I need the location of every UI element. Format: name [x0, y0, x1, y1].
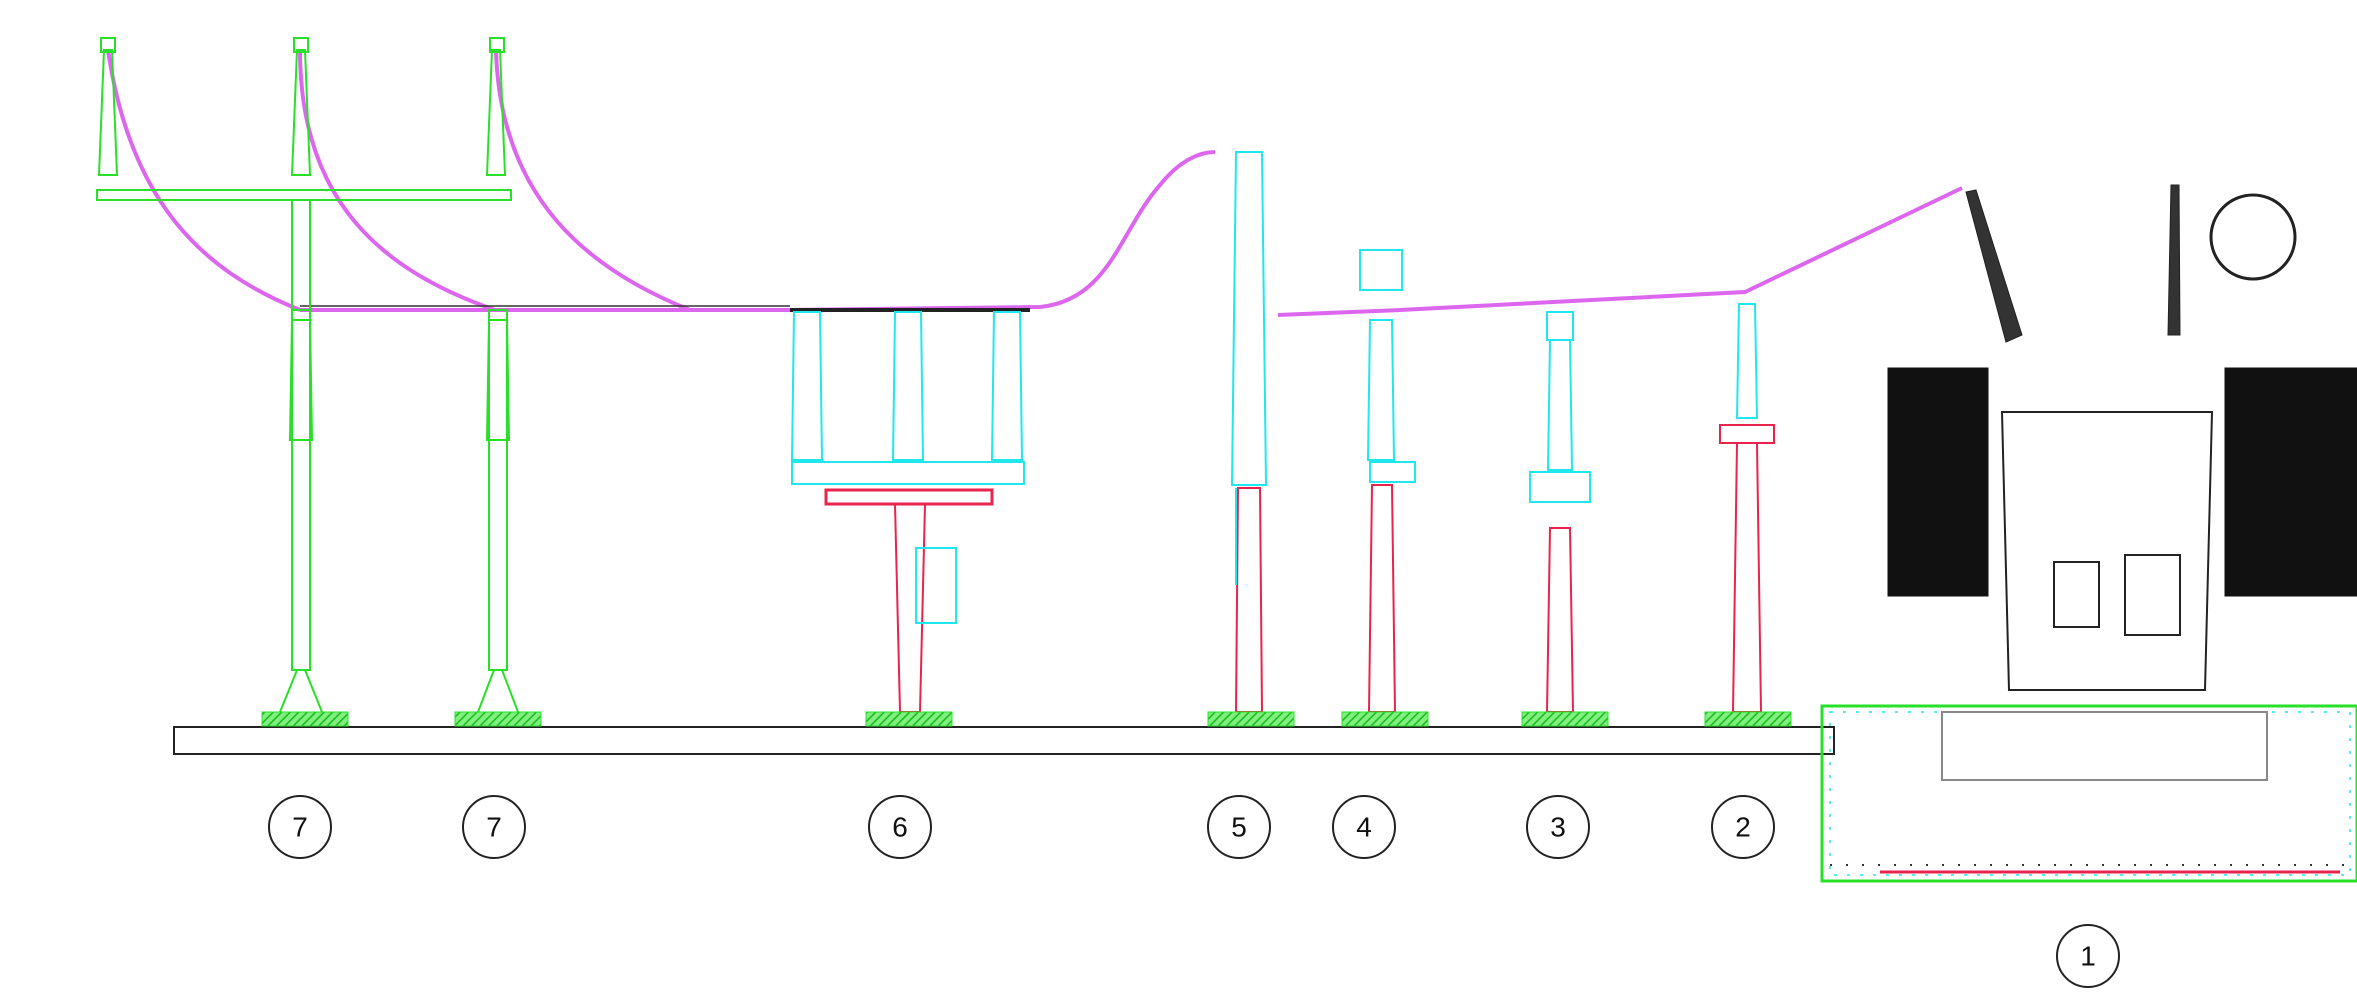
callout-1-text: 1 [2080, 941, 2096, 972]
gantry-structure [96, 189, 519, 713]
callout-7b-text: 7 [486, 812, 502, 843]
callout-4-text: 4 [1356, 812, 1372, 843]
callout-7b: 7 [462, 795, 526, 859]
post-insulator [1719, 303, 1775, 713]
gantry-insulators [97, 37, 511, 441]
callout-6: 6 [868, 795, 932, 859]
voltage-transformer [1359, 249, 1416, 713]
foundation-pad [454, 711, 542, 727]
current-transformer [1230, 151, 1268, 713]
callout-5: 5 [1207, 795, 1271, 859]
callout-6-text: 6 [892, 812, 908, 843]
callout-2: 2 [1711, 795, 1775, 859]
foundation-pad [1704, 711, 1792, 727]
hv-conductor [106, 49, 1963, 317]
surge-arrester [1529, 311, 1591, 713]
transformer-foundation [1820, 704, 2357, 883]
callout-3-text: 3 [1550, 812, 1566, 843]
callout-2-text: 2 [1735, 812, 1751, 843]
foundation-pad [865, 711, 953, 727]
disconnect-switch [790, 311, 1025, 713]
foundation-pad [261, 711, 349, 727]
callout-7a: 7 [268, 795, 332, 859]
callout-1: 1 [2056, 924, 2120, 988]
power-transformer [1887, 184, 2357, 691]
callout-7a-text: 7 [292, 812, 308, 843]
callout-5-text: 5 [1231, 812, 1247, 843]
foundation-pad [1341, 711, 1429, 727]
foundation-pad [1207, 711, 1295, 727]
foundation-pad [1521, 711, 1609, 727]
ground-slab [173, 726, 1835, 755]
callout-3: 3 [1526, 795, 1590, 859]
callout-4: 4 [1332, 795, 1396, 859]
